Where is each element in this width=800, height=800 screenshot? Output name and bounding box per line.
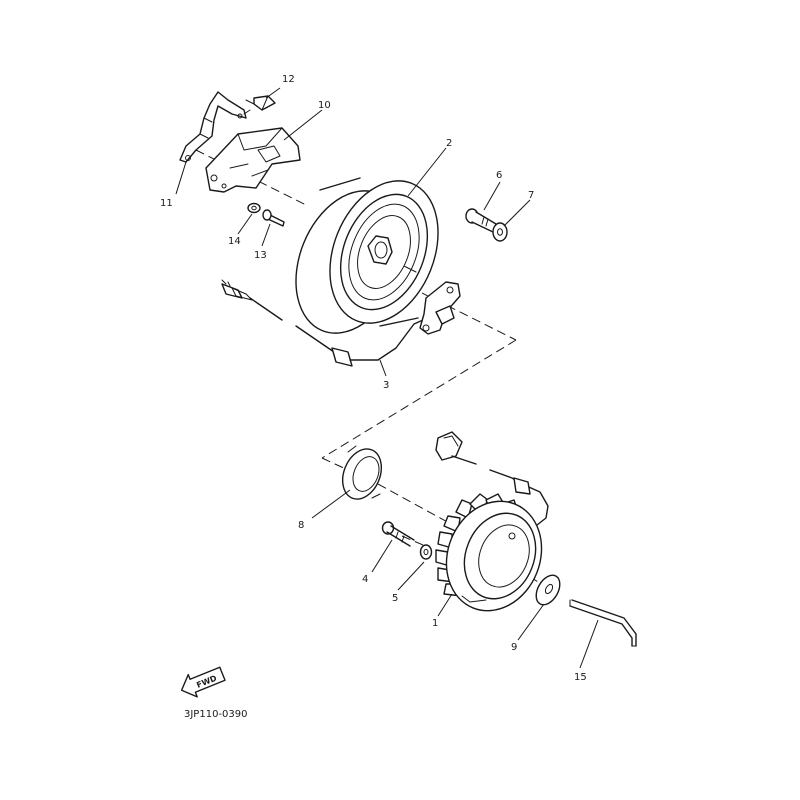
part-4-bolt[interactable] [381,521,415,547]
callout-11: 11 [160,198,173,209]
callout-6: 6 [496,170,502,181]
callout-2: 2 [446,138,452,149]
part-11-bracket[interactable] [179,91,251,163]
callout-numbers: 1 2 3 4 5 6 7 8 9 10 11 12 13 14 15 [160,74,587,683]
part-15-clamp-rod[interactable] [569,599,637,647]
part-3-pickup-coil[interactable] [221,279,461,367]
part-2-rotor[interactable] [276,165,458,350]
callout-8: 8 [298,520,304,531]
callout-13: 13 [254,250,267,261]
part-13-screw[interactable] [262,209,285,227]
part-7-washer[interactable] [492,222,508,242]
callout-4: 4 [362,574,368,585]
part-9-washer[interactable] [531,571,564,609]
part-1-stator-coil[interactable] [430,431,557,625]
callout-10: 10 [318,100,331,111]
callout-1: 1 [432,618,438,629]
part-8-seal[interactable] [336,443,389,505]
part-5-washer[interactable] [419,544,433,560]
callout-12: 12 [282,74,295,85]
part-14-nut[interactable] [247,202,261,214]
callout-9: 9 [511,642,517,653]
callout-3: 3 [383,380,389,391]
part-10-cover-plate[interactable] [205,127,301,193]
callout-14: 14 [228,236,241,247]
callout-leaders [175,87,599,669]
callout-7: 7 [528,190,534,201]
part-6-bolt[interactable] [465,208,497,233]
diagram-code: 3JP110-0390 [184,709,248,720]
part-12-cap[interactable] [245,95,276,111]
forward-direction-arrow: FWD [180,666,226,698]
callout-5: 5 [392,593,398,604]
callout-15: 15 [574,672,587,683]
